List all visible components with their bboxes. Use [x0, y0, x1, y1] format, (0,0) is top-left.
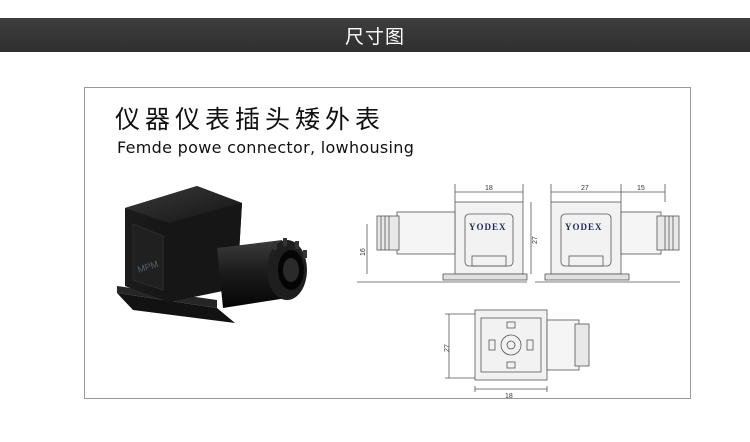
dim-front-width: 18: [505, 393, 513, 399]
dim-left-low: 16: [360, 248, 367, 256]
side-view-left: YODEX 18 27 16: [357, 184, 539, 283]
dim-left-width: 18: [485, 185, 493, 192]
dim-front-height: 27: [444, 344, 451, 352]
drawing-logo-right: YODEX: [565, 222, 603, 232]
product-title-en: Femde powe connector, lowhousing: [117, 138, 415, 157]
front-view: 27 18: [444, 309, 590, 399]
dim-left-height: 27: [532, 236, 539, 244]
product-panel: 仪器仪表插头矮外表 Femde powe connector, lowhousi…: [84, 87, 691, 399]
header-banner: 尺寸图: [0, 18, 750, 52]
header-title: 尺寸图: [344, 25, 405, 48]
dim-right-cable: 15: [637, 185, 645, 192]
product-title-cn: 仪器仪表插头矮外表: [115, 105, 386, 134]
dim-right-width: 27: [581, 185, 589, 192]
side-view-right: YODEX 27 15: [535, 184, 680, 283]
connector-photo: MPM: [117, 186, 307, 323]
drawing-logo-left: YODEX: [469, 222, 507, 232]
